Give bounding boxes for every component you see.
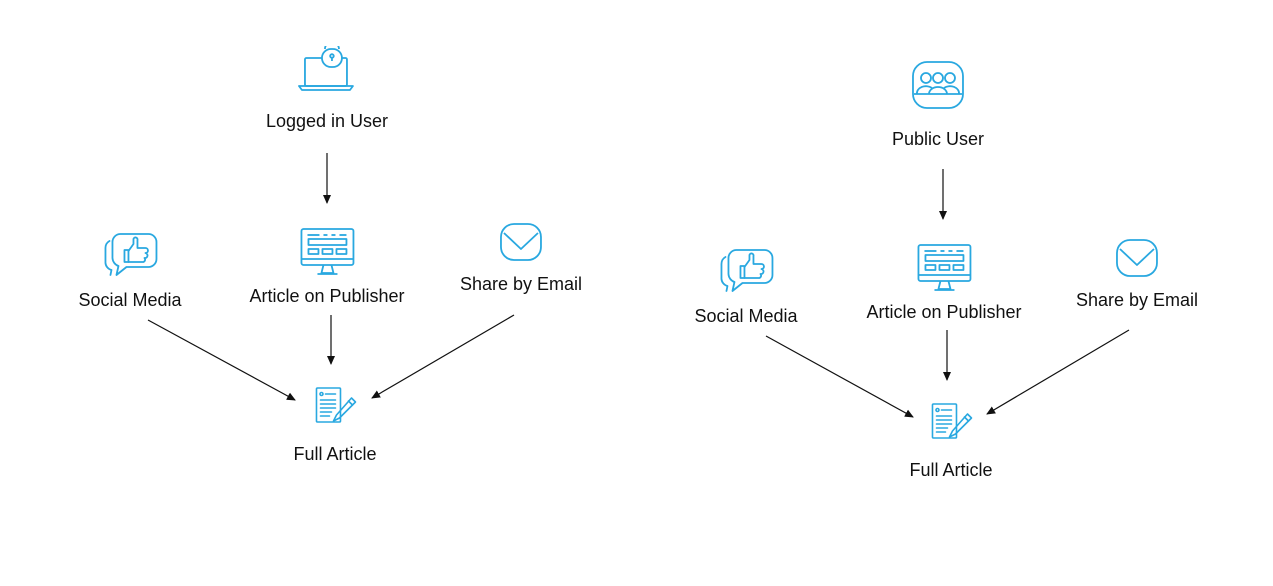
node-label: Article on Publisher	[866, 302, 1022, 322]
monitor-webpage-icon	[299, 227, 355, 277]
node-label: Logged in User	[265, 111, 389, 131]
thumbs-up-chat-icon	[102, 229, 158, 277]
node-label: Public User	[891, 129, 985, 149]
node-label: Article on Publisher	[249, 286, 405, 306]
logged-in-user-flow-diagram: Logged in User Social Media Article on P	[0, 0, 620, 570]
node-article-on-publisher: Article on Publisher	[249, 227, 405, 307]
document-pen-icon	[927, 402, 975, 442]
node-share-by-email: Share by Email	[460, 221, 582, 295]
envelope-icon	[499, 221, 543, 263]
node-label: Share by Email	[1075, 290, 1199, 310]
node-social-media: Social Media	[78, 229, 182, 311]
node-label: Full Article	[909, 460, 993, 480]
arrow-social-to-article	[147, 319, 296, 401]
thumbs-up-chat-icon	[718, 245, 774, 293]
monitor-webpage-icon	[916, 243, 972, 293]
node-label: Share by Email	[459, 274, 583, 294]
node-logged-in-user: Logged in User	[266, 46, 388, 132]
node-label: Social Media	[694, 306, 798, 326]
laptop-lock-icon	[297, 46, 357, 92]
arrow-social-to-article	[765, 335, 914, 418]
node-social-media: Social Media	[694, 245, 798, 327]
document-pen-icon	[311, 386, 359, 426]
node-full-article: Full Article	[909, 402, 993, 481]
node-public-user: Public User	[892, 60, 984, 150]
node-label: Social Media	[78, 290, 182, 310]
node-label: Full Article	[293, 444, 377, 464]
envelope-icon	[1115, 237, 1159, 279]
arrow-email-to-article	[986, 329, 1130, 415]
public-user-flow-diagram: Public User Social Media Article on Publ	[616, 16, 1236, 586]
group-users-icon	[911, 60, 965, 110]
arrow-email-to-article	[371, 314, 515, 399]
node-article-on-publisher: Article on Publisher	[866, 243, 1022, 323]
node-full-article: Full Article	[293, 386, 377, 465]
node-share-by-email: Share by Email	[1076, 237, 1198, 311]
